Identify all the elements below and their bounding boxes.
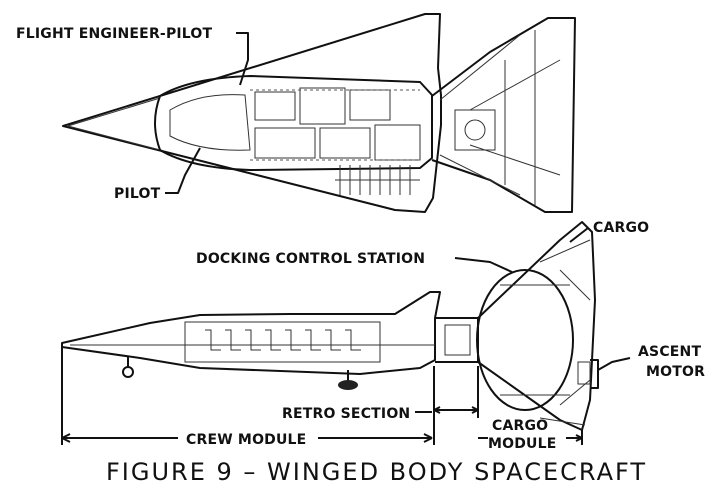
cargo-leader	[569, 227, 589, 243]
top-view-wing-outline	[62, 13, 442, 213]
ascent-label: ASCENT	[638, 344, 701, 360]
retro-section-label: RETRO SECTION	[282, 406, 410, 422]
crew-module-dimension-right	[318, 433, 433, 443]
docking-control-station-label: DOCKING CONTROL STATION	[196, 251, 425, 267]
side-view-crew-bay	[184, 321, 381, 363]
side-view-retro-detail	[444, 324, 471, 356]
crew-module-dimension-left	[61, 433, 178, 443]
retro-section-extension-lines	[433, 366, 479, 445]
side-view-ascent-nozzle	[577, 361, 591, 385]
side-view-cargo-ribs	[500, 239, 591, 426]
side-view-cargo-module	[477, 221, 596, 431]
top-view-cargo-cone-ribs	[439, 30, 561, 205]
side-view-ascent-motor	[590, 359, 599, 389]
top-view-spacecraft	[62, 13, 576, 213]
cargo-module-label-line1: CARGO	[492, 418, 548, 434]
pilot-leader	[165, 147, 201, 194]
ascent-motor-leader	[597, 357, 631, 371]
flight-engineer-pilot-leader	[236, 32, 249, 86]
side-view-crew-seats	[205, 329, 361, 351]
side-view-cargo-tank	[476, 269, 574, 411]
figure-caption: FIGURE 9 – WINGED BODY SPACECRAFT	[106, 458, 647, 486]
crew-module-label: CREW MODULE	[186, 432, 306, 448]
retro-section-dimension	[433, 406, 479, 414]
top-view-cockpit	[169, 94, 251, 151]
docking-control-station-leader	[454, 257, 513, 273]
top-view-cargo-cone-detail	[454, 109, 496, 151]
flight-engineer-pilot-label: FLIGHT ENGINEER-PILOT	[16, 26, 213, 42]
cargo-module-dimension	[478, 434, 583, 442]
dimension-lines	[61, 343, 583, 445]
top-view-cargo-cone	[431, 17, 576, 213]
side-view-main-wheel	[338, 380, 358, 390]
side-view-spacecraft	[61, 221, 599, 431]
ascent-motor-label: MOTOR	[646, 364, 705, 380]
top-view-wing-leading-edge	[67, 97, 161, 151]
side-view-nose-wheel	[122, 366, 134, 378]
pilot-label: PILOT	[114, 186, 161, 202]
top-view-fuselage	[154, 75, 433, 171]
cargo-label: CARGO	[593, 220, 649, 236]
cargo-module-label-line2: MODULE	[488, 436, 557, 452]
top-view-internal-equipment	[250, 87, 421, 195]
